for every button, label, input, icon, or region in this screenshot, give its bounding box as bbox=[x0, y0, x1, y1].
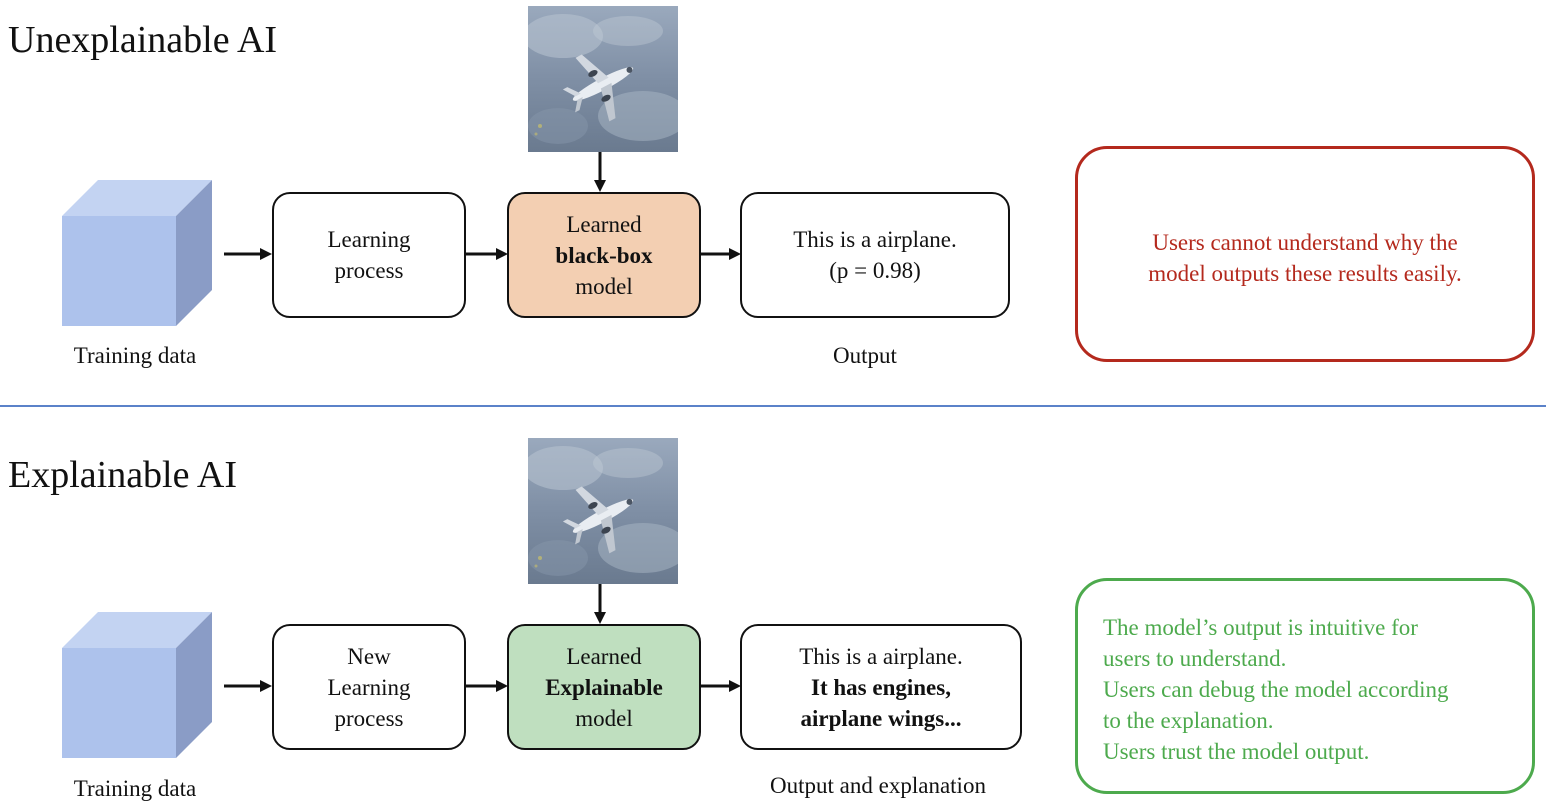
note-line: users to understand. bbox=[1103, 646, 1287, 671]
process-line: process bbox=[334, 705, 404, 731]
process-line: Learning bbox=[327, 227, 411, 252]
learning-process-box: Learning process bbox=[272, 192, 466, 318]
training-data-cube-icon bbox=[60, 178, 220, 338]
unexplainable-note-box: Users cannot understand why the model ou… bbox=[1075, 146, 1535, 362]
output-line: This is a airplane. bbox=[799, 643, 963, 669]
note-line: Users trust the model output. bbox=[1103, 739, 1370, 764]
process-line: New bbox=[347, 643, 391, 669]
model-line-bold: black-box bbox=[555, 242, 653, 268]
note-line: Users cannot understand why the bbox=[1152, 230, 1458, 255]
output-line-bold: It has engines, bbox=[811, 674, 951, 700]
model-line: model bbox=[575, 705, 633, 731]
airplane-photo bbox=[528, 6, 678, 152]
explainable-ai-title: Explainable AI bbox=[8, 454, 237, 496]
arrow-model-to-output bbox=[701, 248, 741, 260]
black-box-model-box: Learned black-box model bbox=[507, 192, 701, 318]
output-line: (p = 0.98) bbox=[829, 258, 921, 283]
arrow-data-to-process bbox=[224, 248, 272, 260]
unexplainable-ai-title: Unexplainable AI bbox=[8, 19, 278, 61]
output-label: Output bbox=[833, 343, 897, 368]
process-line: process bbox=[334, 258, 404, 283]
model-line: Learned bbox=[566, 643, 642, 669]
arrow-process-to-model bbox=[466, 248, 508, 260]
model-line: Learned bbox=[566, 211, 642, 237]
model-line: model bbox=[575, 273, 633, 299]
training-data-label: Training data bbox=[73, 343, 197, 368]
section-divider bbox=[0, 405, 1546, 407]
note-line: model outputs these results easily. bbox=[1148, 261, 1462, 286]
new-learning-process-box: New Learning process bbox=[272, 624, 466, 750]
arrow-model-to-output bbox=[701, 680, 741, 692]
arrow-image-to-model bbox=[594, 584, 606, 624]
process-line: Learning bbox=[327, 674, 411, 700]
output-line-bold: airplane wings... bbox=[800, 705, 962, 731]
output-explanation-box: This is a airplane. It has engines, airp… bbox=[740, 624, 1022, 750]
explainable-note-box: The model’s output is intuitive for user… bbox=[1075, 578, 1535, 794]
output-box: This is a airplane. (p = 0.98) bbox=[740, 192, 1010, 318]
training-data-cube-icon bbox=[60, 610, 220, 770]
arrow-process-to-model bbox=[466, 680, 508, 692]
arrow-image-to-model bbox=[594, 152, 606, 192]
note-line: The model’s output is intuitive for bbox=[1103, 615, 1418, 640]
output-and-explanation-label: Output and explanation bbox=[770, 773, 986, 798]
training-data-label: Training data bbox=[73, 776, 197, 801]
explainable-model-box: Learned Explainable model bbox=[507, 624, 701, 750]
note-line: to the explanation. bbox=[1103, 708, 1274, 733]
arrow-data-to-process bbox=[224, 680, 272, 692]
note-line: Users can debug the model according bbox=[1103, 677, 1449, 702]
output-line: This is a airplane. bbox=[793, 227, 957, 252]
airplane-photo bbox=[528, 438, 678, 584]
model-line-bold: Explainable bbox=[545, 674, 663, 700]
